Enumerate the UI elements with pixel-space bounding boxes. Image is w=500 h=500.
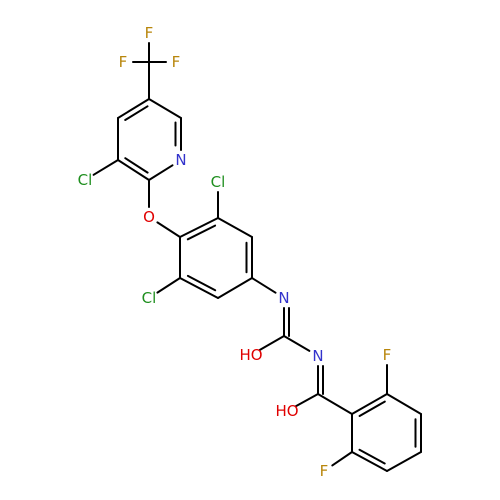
bond-ar_c1-ar_c2: [179, 217, 219, 238]
bond-ar_c5-ar_c6: [179, 277, 219, 299]
atom-label-f_left: F: [119, 53, 128, 71]
atom-label-cl_py: Cl: [78, 171, 93, 189]
bond-bz_c2-bz_c3: [386, 393, 422, 415]
bond-ar_c4-ar_c5: [217, 277, 253, 299]
atom-label-o_urea: HO: [239, 346, 262, 364]
atom-label-n_imine2: N: [312, 347, 323, 365]
bond-bz_c1-bz_c2-inner: [358, 400, 386, 417]
bond-ar_c5-ar_c6-inner: [186, 274, 217, 292]
bond-py_c6-py_c5: [148, 98, 182, 119]
bond-bz_c5-bz_c6-inner: [358, 448, 386, 465]
atom-label-f_bz_top: F: [383, 346, 392, 364]
bond-bz_c6-f_bz_bottom: [331, 451, 353, 467]
bond-c_urea-n_imine2: [283, 335, 311, 352]
atom-label-cl_ar_bottom: Cl: [142, 289, 157, 307]
bonds-layer: [92, 42, 422, 472]
atom-label-f_top: F: [145, 24, 154, 42]
atom-label-f_right: F: [172, 53, 181, 71]
bond-c_urea-o_urea: [258, 335, 285, 351]
bond-py_c3-py_c2-inner: [124, 157, 149, 174]
bond-py_c5-py_c4: [117, 98, 150, 119]
bond-py_c3-cl_py: [92, 159, 119, 176]
bond-o_ether-ar_c1: [156, 221, 181, 238]
bond-bz_c4-bz_c5: [386, 451, 422, 472]
bond-py_c5-py_c4-inner: [124, 105, 149, 121]
atom-label-o_ether: O: [143, 208, 155, 226]
atom-label-py_n1: N: [175, 151, 186, 169]
bond-c_amide-o_amide: [294, 393, 319, 408]
bond-ar_c4-n_imine1: [251, 277, 277, 294]
bond-bz_c1-bz_c2: [351, 393, 388, 415]
bond-ar_c2-ar_c3: [217, 217, 253, 238]
atom-label-n_imine1: N: [278, 289, 289, 307]
atom-label-f_bz_bottom: F: [320, 462, 329, 480]
bond-py_c3-py_c2: [117, 159, 150, 181]
atom-label-cl_ar_top: Cl: [211, 173, 226, 191]
atom-label-o_amide: HO: [275, 402, 298, 420]
bond-bz_c5-bz_c6: [351, 451, 388, 472]
bond-ar_c6-cl_ar_bottom: [156, 277, 181, 294]
bond-ar_c1-ar_c2-inner: [186, 224, 217, 241]
bond-c_amide-bz_c1: [317, 393, 353, 415]
bond-py_c2-py_n1: [148, 164, 174, 181]
